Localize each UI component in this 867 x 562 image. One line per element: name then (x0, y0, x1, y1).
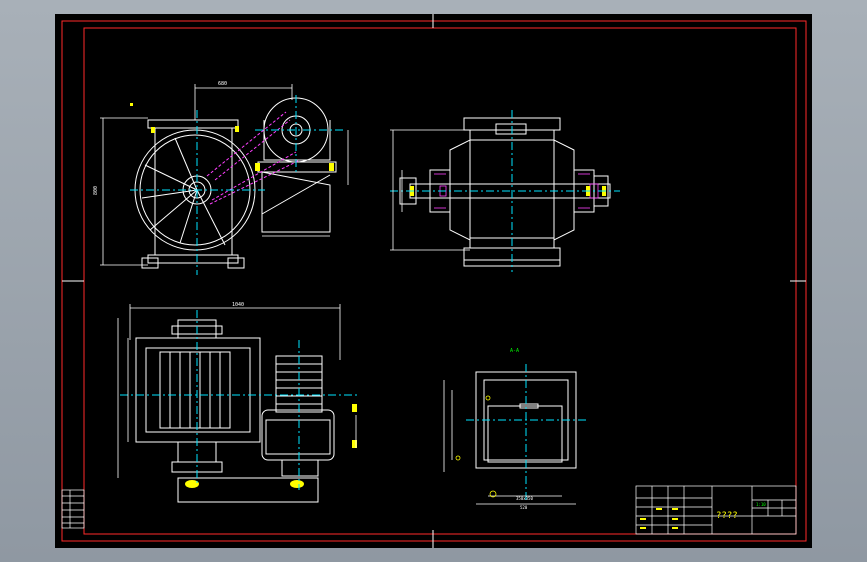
front-view (134, 97, 337, 269)
plan-width-dimension: 520 (520, 505, 528, 510)
front-centerlines (130, 95, 345, 275)
plan-dimensions (443, 380, 576, 505)
title-block-scale: 1:10 (756, 502, 766, 507)
side-centerlines (390, 110, 620, 272)
plan-centerlines (466, 364, 586, 500)
top-centerlines (120, 310, 360, 490)
front-dimensions (100, 84, 349, 266)
top-accents (185, 404, 357, 488)
revision-table (61, 489, 85, 529)
title-block-title: ???? (716, 511, 738, 521)
side-dimensions (390, 129, 470, 251)
plan-inner-dimension: 350x350 (516, 496, 533, 501)
front-top-dimension: 680 (218, 81, 227, 87)
frame-center-marks (62, 14, 806, 548)
drawing-background (55, 14, 812, 548)
plan-section-label: A-A (510, 348, 519, 354)
top-dimensions (117, 304, 357, 478)
front-bolts (130, 103, 334, 171)
title-block (635, 485, 797, 535)
plan-bolts (455, 395, 497, 498)
top-width-dimension: 1040 (232, 302, 244, 308)
title-block-text-marks (640, 508, 678, 529)
front-side-dimension: 800 (93, 186, 99, 195)
